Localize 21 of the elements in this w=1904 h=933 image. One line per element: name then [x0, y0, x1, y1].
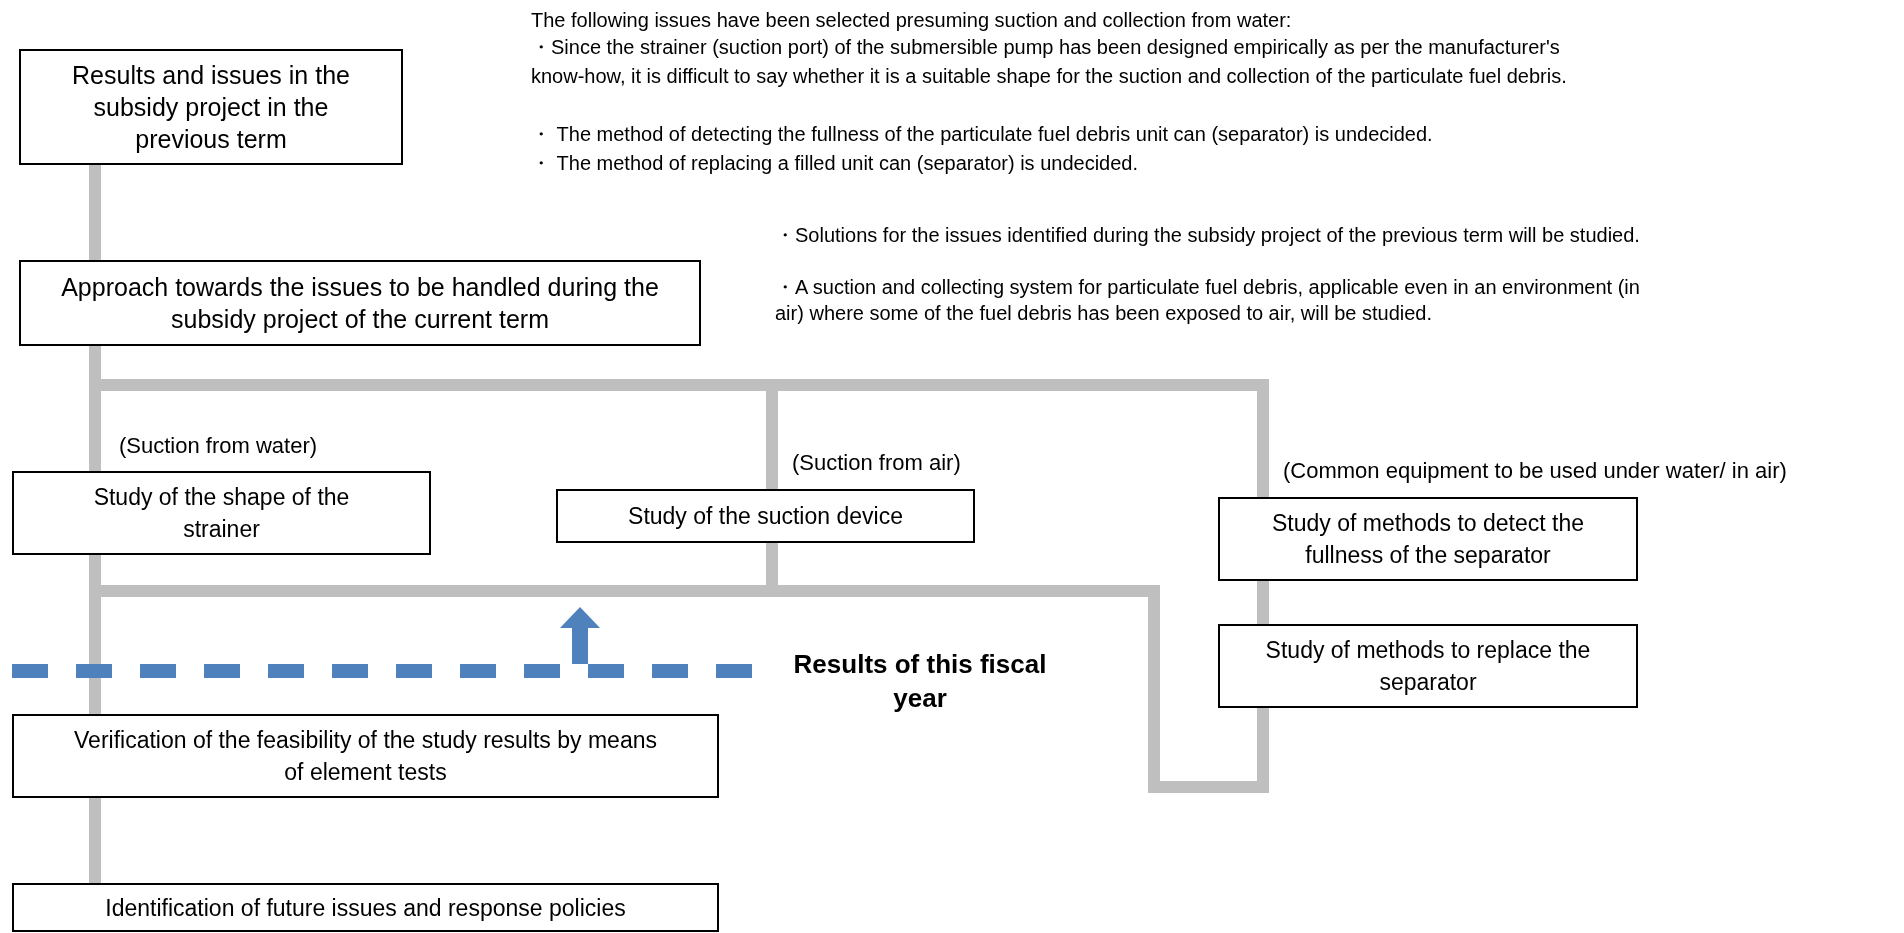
branch-caption: (Suction from water) [119, 432, 318, 460]
connector-line [89, 165, 101, 260]
note-text: The following issues have been selected presuming suction and collection from water: [531, 8, 1293, 33]
process-box: Study of methods to replace the separator [1218, 624, 1638, 708]
process-box: Study of the suction device [556, 489, 975, 543]
process-box: Study of methods to detect the fullness of the separator [1218, 497, 1638, 581]
note-text: ・Since the strainer (suction port) of the submersible pump has been designed empirically as per the manufacturer's know-how, it is difficult to say whether it is a suitable shape for the suction and collection of the particulate fuel debris. [531, 35, 1568, 89]
process-box: Approach towards the issues to be handled during the subsidy project of the current term [19, 260, 701, 346]
process-box: Identification of future issues and response policies [12, 883, 719, 932]
process-box: Study of the shape of the strainer [12, 471, 431, 555]
note-text: ・A suction and collecting system for particulate fuel debris, applicable even in an environment (in air) where some of the fuel debris has been exposed to air, will be studied. [775, 275, 1641, 326]
note-text: ・Solutions for the issues identified during the subsidy project of the previous term will be studied. [775, 223, 1641, 248]
process-box: Verification of the feasibility of the study results by means of element tests [12, 714, 719, 798]
note-text: ・ The method of detecting the fullness of the particulate fuel debris unit can (separator) is undecided. [531, 122, 1434, 147]
note-text: ・ The method of replacing a filled unit can (separator) is undecided. [531, 151, 1139, 176]
process-box: Results and issues in the subsidy project in the previous term [19, 49, 403, 165]
milestone-label: Results of this fiscal year [792, 648, 1048, 715]
connector-line [89, 798, 101, 883]
connector-line [1257, 581, 1269, 624]
branch-caption: (Suction from air) [792, 449, 961, 477]
branch-caption: (Common equipment to be used under water/ in air) [1283, 457, 1787, 485]
